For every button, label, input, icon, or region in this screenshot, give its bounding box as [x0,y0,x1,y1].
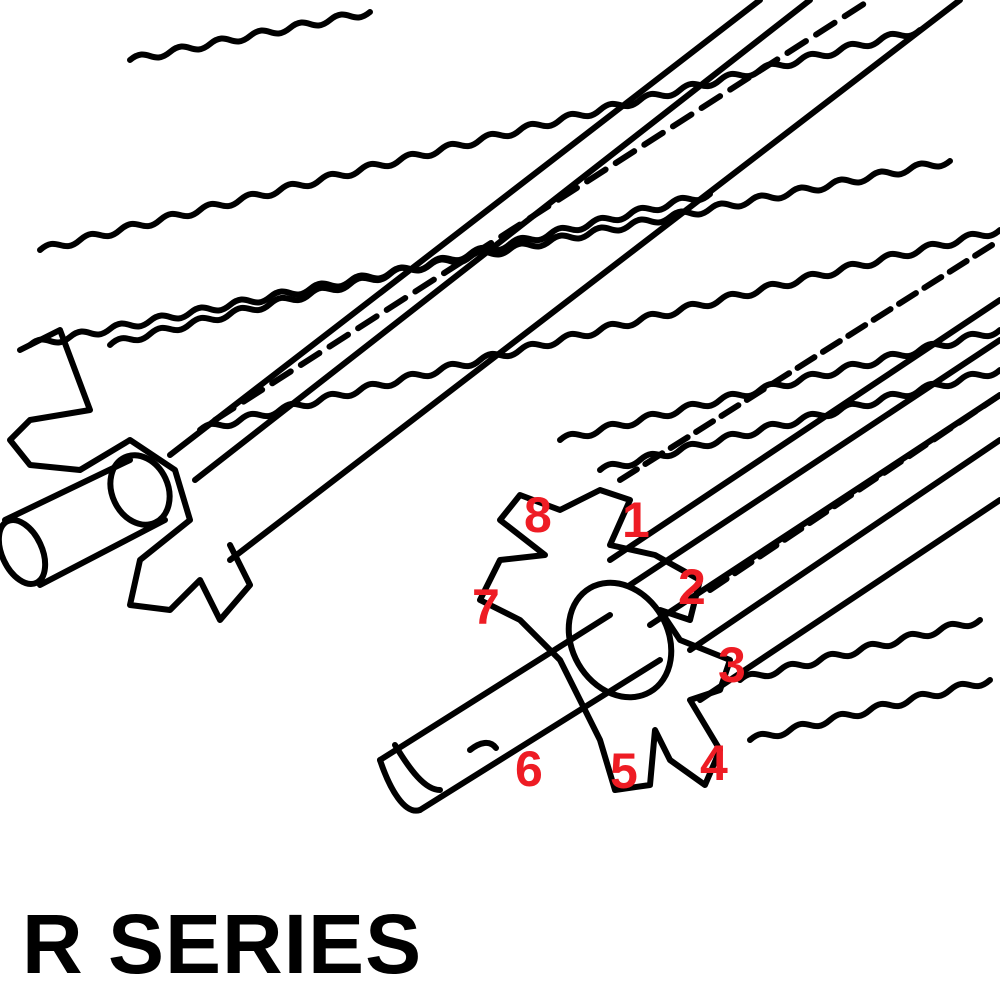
upper-roller-rib-edge [127,9,373,63]
lower-roller-bead-row [707,392,1000,593]
tooth-label-1: 1 [622,492,650,548]
lower-roller-shaft [417,657,663,813]
lower-roller-bead-row [617,237,1000,483]
lower-roller-rib-edge [747,677,993,743]
tooth-label-8: 8 [524,487,552,543]
tooth-label-7: 7 [472,579,500,635]
upper-roller-shaft [2,457,133,523]
lower-roller-hub [565,579,675,701]
lower-roller [377,237,1000,814]
tooth-label-5: 5 [610,743,638,799]
lower-roller-edge [627,337,1000,588]
lower-roller-shaft-end [392,742,443,793]
lower-roller-shaft-end [377,757,423,814]
tooth-label-2: 2 [678,559,706,615]
lower-roller-shaft-mark [467,740,499,753]
lower-roller-gear [477,487,733,793]
upper-roller-edge [167,0,763,458]
tooth-label-6: 6 [515,741,543,797]
upper-roller-end [7,327,253,623]
upper-roller-edge [227,0,963,563]
upper-roller-shaft [37,517,168,588]
upper-roller-rib-edge [197,227,1000,433]
tooth-label-4: 4 [700,735,728,791]
upper-roller-shaft-end [0,517,49,587]
lower-roller-edge [687,437,1000,653]
lower-roller-shaft [377,612,613,763]
upper-roller-bead-row [212,0,873,423]
lower-roller-rib-edge [557,327,1000,443]
upper-roller-edge [192,0,813,483]
series-title: R SERIES [22,897,423,991]
upper-roller [0,0,1000,623]
lower-roller-rib-edge [737,617,983,683]
upper-roller-hub [107,452,173,528]
lower-roller-edge [697,497,1000,703]
tooth-label-3: 3 [718,637,746,693]
lower-roller-rib-edge [597,367,1000,473]
